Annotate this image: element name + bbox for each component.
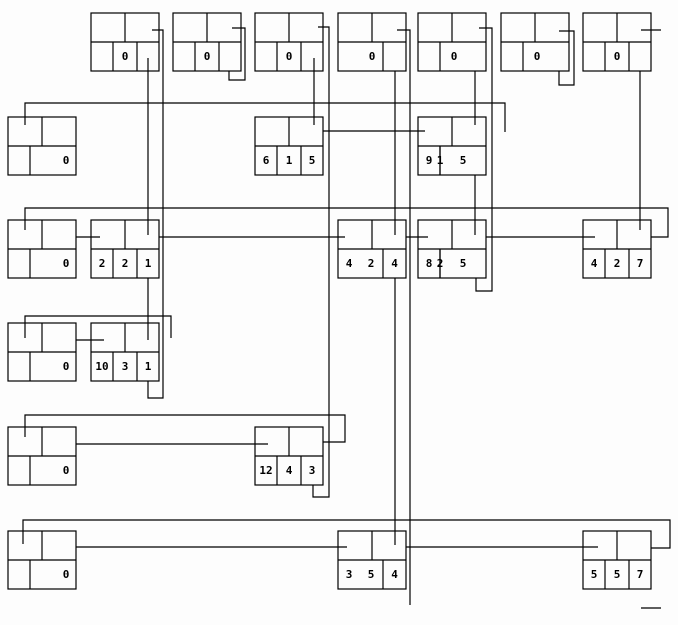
link-line [24, 102, 506, 132]
matrix-node: 2 2 1 [90, 219, 160, 279]
node-value: 1 [145, 257, 152, 270]
link-lines [22, 26, 671, 609]
column-header-4: 0 [337, 12, 407, 72]
node-row: 8 [426, 257, 433, 270]
row-header-4: 0 [7, 426, 77, 486]
matrix-node: 4 2 7 [582, 219, 652, 279]
node-row: 2 [99, 257, 106, 270]
link-line [558, 30, 575, 86]
matrix-node: 10 3 1 [90, 322, 160, 382]
link-line [24, 207, 669, 238]
header-value: 0 [369, 50, 376, 63]
node-value: 3 [309, 464, 316, 477]
link-line [228, 27, 246, 81]
link-line [312, 26, 330, 498]
node-value: 4 [391, 568, 398, 581]
header-value: 0 [614, 50, 621, 63]
header-value: 0 [204, 50, 211, 63]
node-value: 7 [637, 568, 644, 581]
node-col: 4 [286, 464, 293, 477]
node-value: 7 [637, 257, 644, 270]
column-header-1: 0 [90, 12, 160, 72]
node-row: 4 [591, 257, 598, 270]
link-line [397, 29, 411, 605]
header-value: 0 [286, 50, 293, 63]
link-line [475, 27, 493, 292]
column-header-5: 0 [417, 12, 487, 72]
row-header-5: 0 [7, 530, 77, 590]
row-header-2: 0 [7, 219, 77, 279]
node-col: 5 [614, 568, 621, 581]
node-value: 5 [309, 154, 316, 167]
header-value: 0 [534, 50, 541, 63]
node-col: 1 [286, 154, 293, 167]
node-value: 5 [460, 154, 467, 167]
node-col: 3 [122, 360, 129, 373]
node-row: 4 [346, 257, 353, 270]
node-row: 10 [95, 360, 108, 373]
link-line [24, 414, 346, 443]
header-value: 0 [63, 360, 70, 373]
column-header-7: 0 [582, 12, 652, 72]
column-header-3: 0 [254, 12, 324, 72]
matrix-node: 12 4 3 [254, 426, 324, 486]
header-value: 0 [63, 257, 70, 270]
link-line [24, 315, 172, 338]
node-value: 5 [460, 257, 467, 270]
node-col: 1 [437, 154, 444, 167]
node-col: 2 [122, 257, 129, 270]
header-value: 0 [122, 50, 129, 63]
matrix-node: 4 2 4 [337, 219, 407, 279]
link-line [147, 29, 164, 399]
row-header-3: 0 [7, 322, 77, 382]
link-line [22, 519, 671, 549]
matrix-node: 5 5 7 [582, 530, 652, 590]
node-row: 9 [426, 154, 433, 167]
node-col: 5 [368, 568, 375, 581]
header-value: 0 [63, 154, 70, 167]
header-value: 0 [63, 568, 70, 581]
matrix-node: 6 1 5 [254, 116, 324, 176]
header-value: 0 [451, 50, 458, 63]
node-value: 4 [391, 257, 398, 270]
column-header-6: 0 [500, 12, 570, 72]
node-col: 2 [368, 257, 375, 270]
node-col: 2 [437, 257, 444, 270]
node-row: 12 [259, 464, 272, 477]
node-col: 2 [614, 257, 621, 270]
column-header-2: 0 [172, 12, 242, 72]
row-header-1: 0 [7, 116, 77, 176]
node-row: 3 [346, 568, 353, 581]
node-row: 5 [591, 568, 598, 581]
node-row: 6 [263, 154, 270, 167]
header-value: 0 [63, 464, 70, 477]
matrix-node: 3 5 4 [337, 530, 407, 590]
node-value: 1 [145, 360, 152, 373]
